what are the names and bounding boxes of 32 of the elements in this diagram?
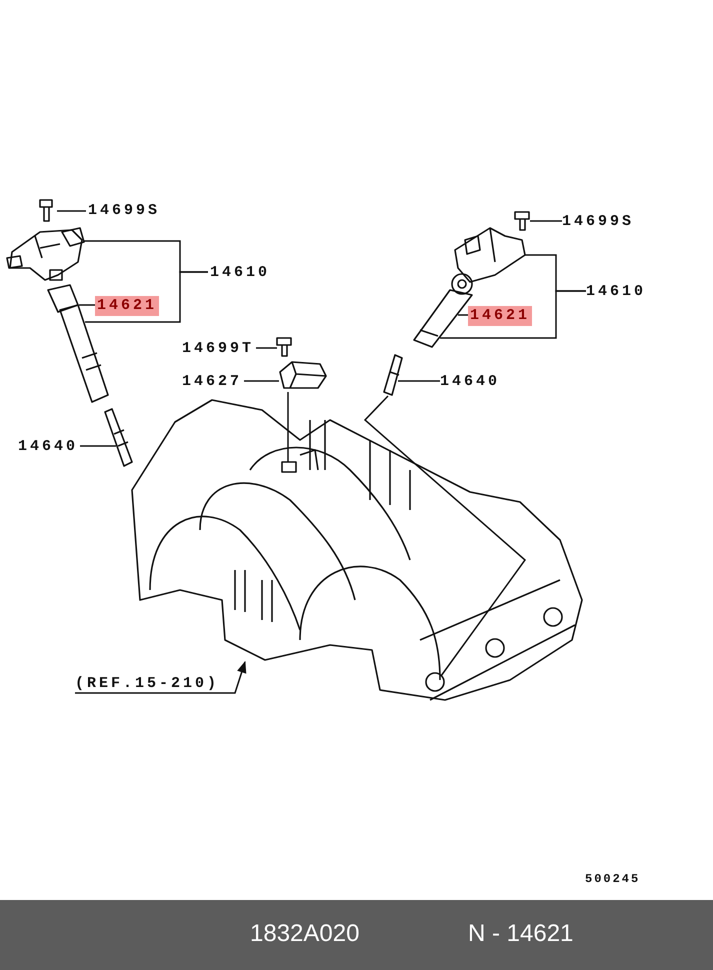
leader-line xyxy=(79,304,95,306)
leader-line xyxy=(80,445,116,447)
callout-number: 14610 xyxy=(208,263,272,283)
callout-number: 14699S xyxy=(86,201,162,221)
callout-number: 14640 xyxy=(438,372,502,392)
bolt-drawing xyxy=(38,199,56,223)
leader-line xyxy=(530,220,562,222)
leader-line xyxy=(85,271,208,323)
callout-number: 14610 xyxy=(584,282,648,302)
bolt-drawing xyxy=(275,336,295,358)
ignition-coil-drawing xyxy=(5,224,85,282)
leader-line xyxy=(398,380,440,382)
leader-line xyxy=(287,392,289,462)
callout-number: 14699T xyxy=(180,339,256,359)
leader-line xyxy=(440,290,586,339)
reference-arrow xyxy=(75,660,246,694)
callout-number: 14699S xyxy=(560,212,636,232)
callout-number: 14640 xyxy=(16,437,80,457)
leader-line xyxy=(364,395,526,676)
leader-line xyxy=(57,210,86,212)
leader-line xyxy=(458,314,468,316)
callout-number: 14621 xyxy=(95,296,160,316)
callout-number: 14621 xyxy=(468,306,532,326)
leader-line xyxy=(244,380,279,382)
part-number: N - 14621 xyxy=(468,920,574,948)
bolt-drawing xyxy=(513,210,533,232)
sensor-drawing xyxy=(276,358,328,392)
leader-line xyxy=(256,347,277,349)
drawing-number: 500245 xyxy=(584,871,642,888)
callout-number: 14627 xyxy=(180,372,244,392)
reference-note: (REF.15-210) xyxy=(73,674,222,694)
part-number: 1832A020 xyxy=(250,920,360,948)
